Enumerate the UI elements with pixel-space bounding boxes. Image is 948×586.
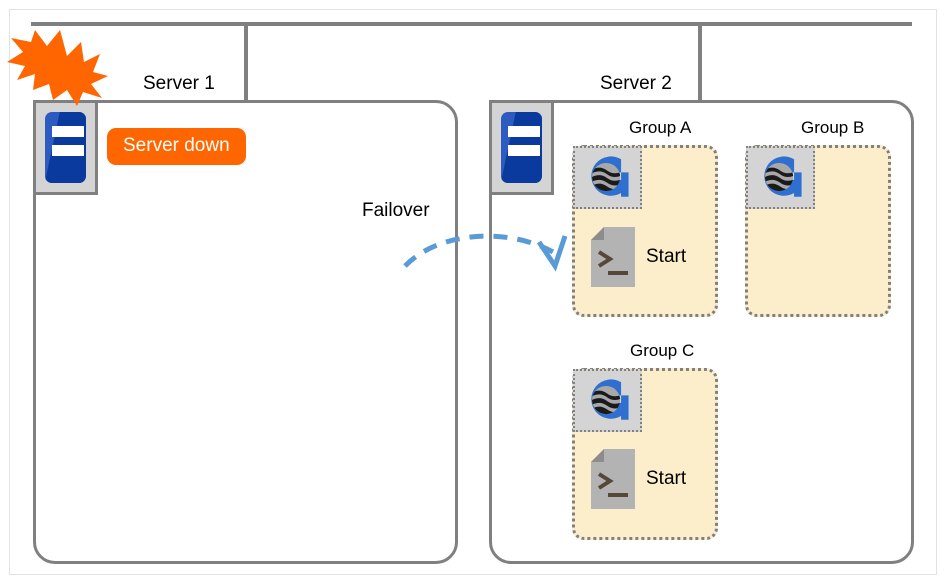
network-drop-line-server-2 — [698, 26, 702, 102]
server-bay-bar — [508, 126, 540, 137]
group-a-script-row: Start — [590, 226, 686, 288]
group-c-script-row: Start — [590, 448, 686, 510]
server-chassis — [45, 112, 86, 183]
server-bay-bar — [52, 145, 84, 156]
page-frame — [9, 9, 937, 575]
status-badge-server-down: Server down — [107, 128, 246, 165]
cluster-resource-icon — [573, 369, 642, 432]
server-icon — [33, 100, 98, 195]
server-bay-bar — [508, 145, 540, 156]
server-chassis — [501, 112, 542, 183]
group-b-label: Group B — [801, 118, 865, 137]
cluster-resource-icon — [746, 146, 815, 209]
server-icon — [489, 100, 554, 195]
cluster-resource-icon — [573, 146, 642, 209]
explosion-burst-icon — [7, 30, 108, 106]
script-file-icon — [591, 449, 635, 509]
server-1-label: Server 1 — [143, 73, 215, 94]
group-a-label: Group A — [629, 118, 692, 137]
group-c-label: Group C — [630, 341, 695, 360]
dashed-curved-arrow-icon — [403, 233, 568, 272]
network-bus-line — [31, 22, 912, 26]
group-a-script-label: Start — [646, 246, 687, 267]
server-2-label: Server 2 — [600, 73, 672, 94]
script-file-icon — [591, 227, 635, 287]
network-drop-line-server-1 — [244, 26, 248, 102]
failover-label: Failover — [362, 200, 430, 221]
server-1-box — [33, 100, 458, 564]
server-bay-bar — [52, 126, 84, 137]
group-c-script-label: Start — [646, 468, 687, 489]
